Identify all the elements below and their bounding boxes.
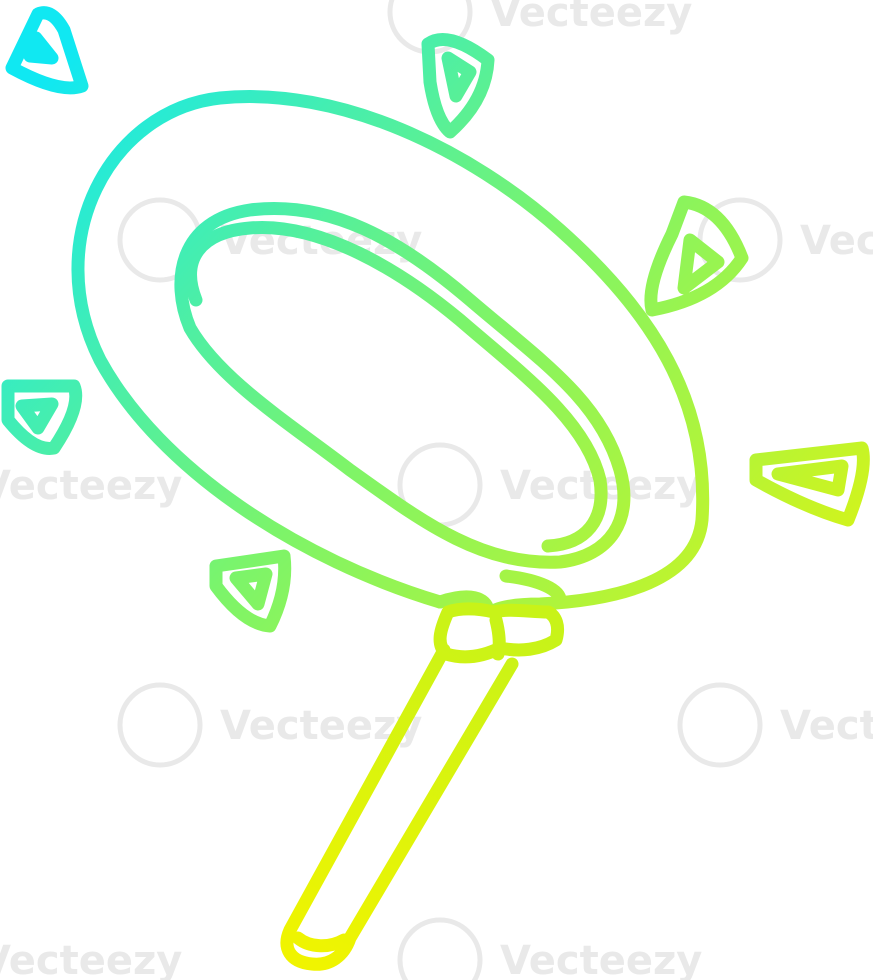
watermark-text: Vecteezy (780, 703, 873, 749)
watermark-text: Vecteezy (0, 938, 182, 980)
sparkle-icon (5, 6, 89, 95)
sparkle-icon (421, 33, 495, 139)
watermark-mark: Vecteezy (0, 463, 182, 509)
watermark-text: Vecteezy (0, 463, 182, 509)
handle-icon (280, 602, 565, 971)
watermark-mark: Vecteezy (397, 442, 702, 528)
handle-tip (291, 931, 351, 953)
mirror-inner-rim (174, 202, 631, 569)
watermark-text: Vecteezy (500, 938, 702, 980)
mirror-icon (71, 90, 710, 617)
watermark-mark: Vecteezy (117, 682, 422, 768)
handle-collar (433, 602, 565, 664)
sparkle-marks (1, 6, 870, 633)
watermark-mark: Vecteezy (397, 917, 702, 980)
watermark-mark: Vecteezy (0, 938, 182, 980)
sparkle-icon (1, 379, 83, 455)
mirror-glass-edge (184, 220, 608, 553)
handle-shaft (280, 643, 519, 971)
watermark-text: Vecteezy (800, 218, 873, 264)
sparkle-icon (749, 441, 870, 527)
sparkle-icon (644, 195, 749, 317)
mirror-outer-rim (71, 90, 710, 617)
sparkle-icon (209, 549, 292, 633)
watermark-text: Vecteezy (490, 0, 692, 36)
watermark-mark: Vecteezy (677, 682, 873, 768)
